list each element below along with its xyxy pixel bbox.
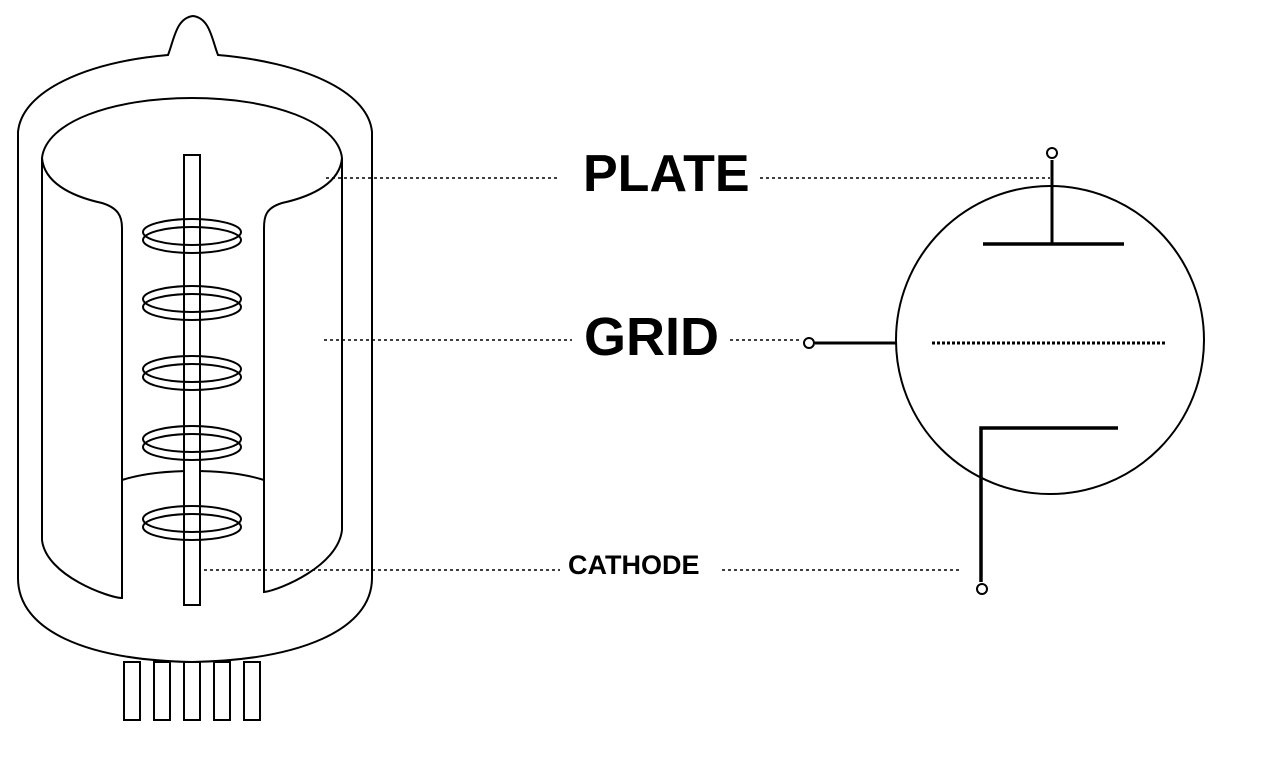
cathode-label: CATHODE <box>566 550 702 580</box>
plate-top-ellipse-right <box>263 157 343 229</box>
cathode-rod <box>183 154 201 606</box>
plate-label: PLATE <box>577 148 756 200</box>
glass-envelope <box>17 14 373 664</box>
base-pins <box>123 661 261 721</box>
cathode-terminal <box>976 583 988 595</box>
leader-lines <box>204 177 1050 571</box>
grid-coil <box>142 218 242 254</box>
base-pin <box>153 661 171 721</box>
plate-top-ellipse <box>40 96 343 229</box>
grid-label: GRID <box>580 310 723 364</box>
grid-coil <box>142 425 242 461</box>
cathode-symbol <box>979 426 1118 582</box>
grid-coils <box>142 218 242 541</box>
base-pin <box>183 661 201 721</box>
plate-cylinder <box>40 96 343 600</box>
base-pin <box>243 661 261 721</box>
plate-bottom-ellipse <box>41 228 123 600</box>
base-pin <box>213 661 231 721</box>
base-pin <box>123 661 141 721</box>
tube-envelope <box>17 14 373 664</box>
grid-terminal <box>803 337 815 349</box>
plate-bottom-ellipse-right <box>263 228 343 594</box>
grid-coil <box>142 505 242 541</box>
schematic-envelope <box>895 185 1205 495</box>
grid-coil <box>142 355 242 391</box>
plate-terminal <box>1046 147 1058 159</box>
triode-schematic-symbol <box>803 147 1205 595</box>
grid-coil <box>142 285 242 321</box>
